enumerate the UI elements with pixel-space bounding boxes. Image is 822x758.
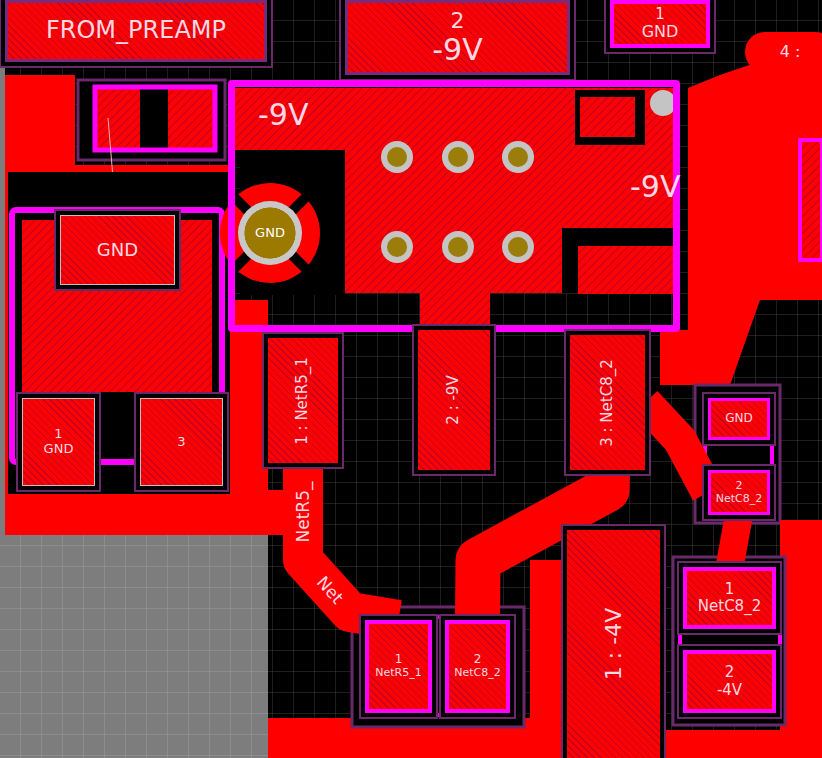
pad-label: FROM_PREAMP (46, 17, 226, 45)
smd-pad: GND (708, 398, 770, 440)
copper-pour (660, 730, 822, 758)
pad-label: -9V (630, 170, 680, 205)
pad-label: 1 : -4V (601, 608, 626, 680)
clearance (352, 607, 524, 727)
pad-label: 2 (474, 653, 482, 667)
pad-label: GND (725, 412, 753, 426)
clearance (575, 90, 645, 145)
via-hole (387, 147, 407, 167)
copper-trace (303, 463, 399, 620)
copper-trace (645, 403, 708, 493)
pad-label: NetC8_2 (716, 493, 763, 506)
net-label: 4 : (780, 43, 801, 61)
thermal-gap (230, 193, 310, 273)
component-outline (362, 617, 512, 715)
via (442, 231, 474, 263)
smd-pad: 1GND (22, 398, 95, 486)
smd-pad (578, 246, 674, 294)
smd-pad: 2NetC8_2 (445, 620, 510, 713)
keepout-grid (0, 535, 268, 758)
via-hole (448, 237, 468, 257)
via (502, 231, 534, 263)
connector-pad: 2-9V (345, 0, 570, 75)
pad-label: 2 (725, 664, 735, 681)
smd-pad: 2NetC8_2 (708, 470, 770, 515)
clearance (695, 385, 780, 523)
lead-pad: 2 : -9V (418, 330, 490, 470)
copper-pour (345, 88, 675, 293)
clearance (78, 80, 225, 160)
pad-label: 1 : NetR5_1 (294, 357, 311, 444)
component-outline (95, 87, 215, 150)
smd-pad: 3 (140, 398, 223, 486)
pad-label: 1 (655, 6, 665, 23)
component-outline (680, 565, 780, 717)
via (442, 141, 474, 173)
via-hole (448, 147, 468, 167)
via (381, 141, 413, 173)
smd-pad: 1NetC8_2 (683, 567, 776, 629)
smd-pad: 1NetR5_1 (365, 620, 432, 713)
smd-pad (95, 88, 140, 148)
pad-label: 3 (177, 435, 185, 450)
pad-label: 2 (736, 480, 743, 493)
clearance (673, 557, 785, 725)
mounting-hole: GND (238, 201, 302, 265)
keepout-region (0, 535, 268, 758)
pad-label: 3 : NetC8_2 (599, 359, 616, 447)
pad-label: GND (44, 442, 74, 457)
via-hole (508, 147, 528, 167)
via-hole (508, 237, 528, 257)
via-hole (387, 237, 407, 257)
pad-label: 2 (451, 8, 465, 33)
copper-trace (730, 515, 740, 567)
copper-pour (5, 494, 300, 535)
smd-pad (580, 97, 635, 137)
pad-label: NetR5_1 (375, 667, 421, 680)
clearance (562, 228, 675, 293)
lead-pad: 1 : -4V (567, 530, 660, 758)
clearance (8, 172, 230, 494)
net-label: NetR5_ (294, 482, 313, 543)
smd-pad (168, 88, 215, 148)
thermal-gap (230, 193, 310, 273)
copper-trace (530, 560, 567, 758)
pad-label: GND (642, 23, 679, 41)
net-label: Net (313, 573, 347, 608)
smd-pad: 1GND (610, 0, 710, 48)
smd-pad: GND (60, 215, 175, 285)
lead-pad: 3 : NetC8_2 (570, 335, 645, 470)
pad-label: 1 (395, 653, 403, 667)
tab-pad (22, 220, 212, 392)
board-edge (0, 62, 5, 535)
pad-label: 2 : -9V (445, 375, 462, 424)
pad-label: GND (255, 226, 285, 241)
pad-gap (432, 622, 445, 711)
component-outline (705, 395, 772, 517)
via (502, 141, 534, 173)
pad-label: -9V (432, 33, 482, 68)
pad-label: NetC8_2 (454, 667, 501, 680)
pad-label: NetC8_2 (698, 598, 761, 615)
smd-pad: 2-4V (683, 650, 776, 713)
thermal-relief (220, 183, 320, 283)
copper-pour (660, 40, 822, 385)
via (381, 231, 413, 263)
pad-label: -4V (717, 682, 742, 699)
lead-pad: 1 : NetR5_1 (268, 338, 338, 463)
pad-label: 1 (725, 581, 735, 598)
smd-pad (800, 140, 822, 260)
pad-label: 1 (54, 427, 62, 442)
pad-label: GND (97, 240, 138, 261)
via (650, 90, 676, 116)
regulator-outline: -9V -9V GND (228, 80, 680, 332)
connector-pad: FROM_PREAMP (5, 0, 267, 62)
pad-label: -9V (258, 98, 308, 133)
